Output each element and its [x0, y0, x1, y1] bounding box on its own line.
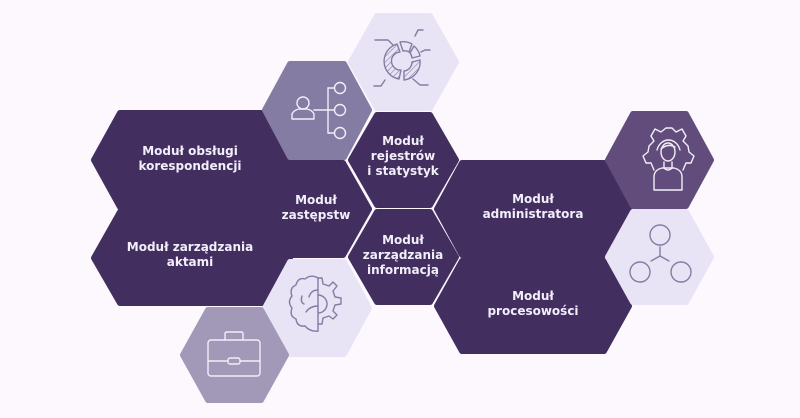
module-label: Moduł	[382, 233, 424, 247]
org-chart-icon	[262, 61, 372, 160]
module-zastepstwa[interactable]: Moduł zastępstw	[261, 160, 372, 258]
donut-chart-icon	[348, 13, 459, 111]
user-gear-icon	[605, 111, 714, 209]
network-nodes-icon	[605, 209, 714, 305]
brain-gear-icon	[262, 259, 372, 357]
module-label: aktami	[167, 255, 214, 269]
module-label: korespondencji	[138, 159, 241, 173]
module-label: zarządzania	[363, 248, 444, 262]
module-label: rejestrów	[371, 149, 435, 163]
module-informacja[interactable]: Moduł zarządzania informacją	[348, 209, 459, 305]
module-label: Moduł	[295, 193, 337, 207]
module-label: informacją	[367, 263, 439, 277]
module-rejestry[interactable]: Moduł rejestrów i statystyk	[348, 112, 459, 208]
module-label: Moduł	[382, 134, 424, 148]
module-label: i statystyk	[367, 164, 440, 178]
module-administrator[interactable]: Moduł administratora	[434, 160, 632, 258]
module-korespondencja[interactable]: Moduł obsługi korespondencji	[91, 110, 293, 210]
module-procesowosc[interactable]: Moduł procesowości	[434, 258, 632, 354]
module-label: procesowości	[487, 304, 578, 318]
briefcase-icon	[180, 307, 289, 403]
module-label: Moduł obsługi	[142, 144, 238, 158]
module-label: Moduł	[512, 192, 554, 206]
module-label: zastępstw	[282, 208, 351, 222]
module-akta[interactable]: Moduł zarządzania aktami	[91, 209, 293, 306]
module-label: administratora	[483, 207, 584, 221]
module-label: Moduł zarządzania	[127, 240, 253, 254]
module-label: Moduł	[512, 289, 554, 303]
